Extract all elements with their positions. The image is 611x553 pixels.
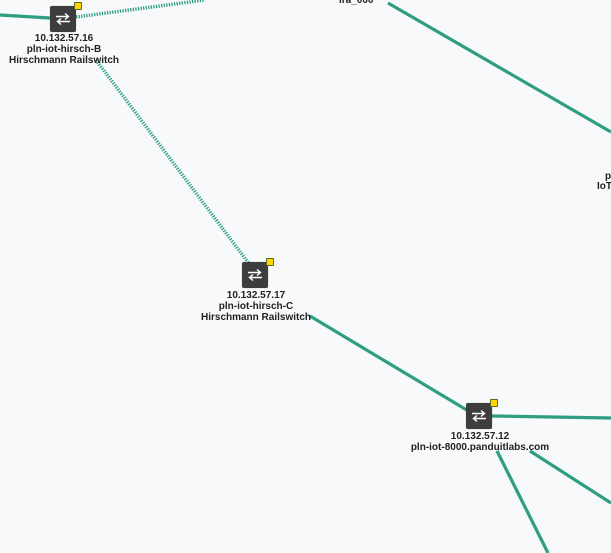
device-node-hirsch-b[interactable] <box>50 2 82 32</box>
link-hirsch-c-iot-8000[interactable] <box>309 314 471 414</box>
device-node-iot-8000[interactable] <box>466 399 498 429</box>
partial-label-top: ira_000 <box>339 0 374 6</box>
link-hirsch-b-offscreen-top[interactable] <box>75 0 206 19</box>
status-indicator <box>74 2 82 10</box>
node-label-hirsch-c: 10.132.57.17 pln-iot-hirsch-C Hirschmann… <box>201 290 311 323</box>
node-label-hirsch-b: 10.132.57.16 pln-iot-hirsch-B Hirschmann… <box>9 33 119 66</box>
node-model: Hirschmann Railswitch <box>200 312 312 323</box>
node-ip: 10.132.57.17 <box>226 290 286 301</box>
node-hostname: pln-iot-8000.panduitlabs.com <box>410 442 550 453</box>
node-ip: 10.132.57.16 <box>34 33 94 44</box>
device-node-hirsch-c[interactable] <box>242 258 274 288</box>
switch-arrows-icon <box>472 409 486 423</box>
link-hirsch-b-offscreen-left[interactable] <box>0 13 51 20</box>
link-hirsch-b-hirsch-c[interactable] <box>94 58 252 267</box>
switch-arrows-icon <box>248 268 262 282</box>
link-iot-8000-offscreen-bottom[interactable] <box>495 450 550 553</box>
node-hostname: pln-iot-hirsch-C <box>218 301 294 312</box>
node-model: Hirschmann Railswitch <box>8 55 120 66</box>
status-indicator <box>266 258 274 266</box>
link-iot-8000-offscreen-right[interactable] <box>491 414 611 420</box>
partial-label-right-2: IoT <box>597 181 611 192</box>
switch-arrows-icon <box>56 12 70 26</box>
node-ip: 10.132.57.12 <box>450 431 510 442</box>
status-indicator <box>490 399 498 407</box>
node-hostname: pln-iot-hirsch-B <box>26 44 102 55</box>
node-label-iot-8000: 10.132.57.12 pln-iot-8000.panduitlabs.co… <box>411 431 549 453</box>
link-ira-offscreen-right[interactable] <box>387 1 611 134</box>
link-iot-8000-offscreen-lower-right[interactable] <box>529 449 611 505</box>
partial-label-right-1: p <box>605 171 611 182</box>
